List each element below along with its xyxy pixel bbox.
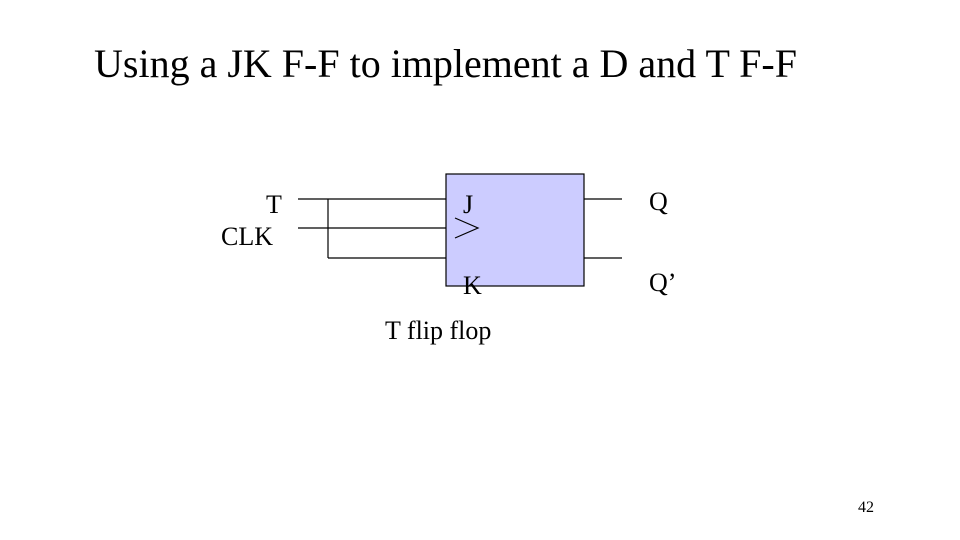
clk-input-label: CLK [221, 222, 273, 251]
diagram-caption: T flip flop [385, 316, 492, 345]
t-input-label: T [266, 190, 282, 219]
qbar-output-label: Q’ [649, 268, 677, 297]
k-pin-label: K [463, 271, 482, 300]
slide-title: Using a JK F-F to implement a D and T F-… [94, 41, 797, 86]
j-pin-label: J [463, 190, 474, 219]
q-output-label: Q [649, 187, 668, 216]
clock-edge-symbol [454, 217, 480, 239]
page-number: 42 [858, 499, 874, 516]
flip-flop-box [445, 173, 585, 287]
